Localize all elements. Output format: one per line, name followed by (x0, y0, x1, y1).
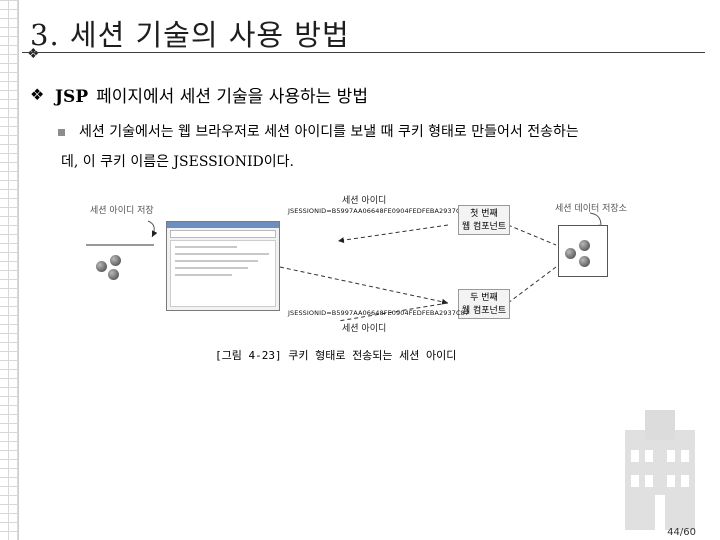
label-session-id-bottom: 세션 아이디 (342, 321, 386, 334)
bullet-level2-line1: 세션 기술에서는 웹 브라우저로 세션 아이디를 보낼 때 쿠키 형태로 만들어… (79, 124, 579, 140)
square-bullet-icon (58, 129, 65, 136)
bullet-level1-prefix: JSP (55, 87, 88, 107)
server-session-ball (565, 248, 576, 259)
label-server-store: 세션 데이터 저장소 (555, 201, 627, 214)
session-figure: 세션 아이디 저장 세션 아이디 JSESSIONID=B5997AA06648… (70, 185, 670, 350)
figure-caption: [그림 4-23] 쿠키 형태로 전송되는 세션 아이디 (215, 347, 456, 363)
page-number: 44/60 (667, 527, 696, 538)
server-session-ball (579, 256, 590, 267)
first-component-line2: 웹 컴포넌트 (459, 221, 509, 234)
bullet-level2: 세션 기술에서는 웹 브라우저로 세션 아이디를 보낼 때 쿠키 형태로 만들어… (58, 117, 708, 177)
bullet-level1-body: 페이지에서 세션 기술을 사용하는 방법 (96, 87, 368, 107)
university-building-watermark (615, 410, 705, 530)
left-checker-strip (0, 0, 19, 540)
client-session-ball (108, 269, 119, 280)
title-diamond-icon: ❖ (27, 46, 40, 62)
first-component-line1: 첫 번째 (459, 208, 509, 221)
bullet-level1-text: JSP 페이지에서 세션 기술을 사용하는 방법 (55, 82, 368, 107)
bullet-level2-line2: 데, 이 쿠키 이름은 JSESSIONID이다. (61, 147, 708, 177)
first-web-component: 첫 번째 웹 컴포넌트 (458, 205, 510, 235)
label-session-id-top: 세션 아이디 (342, 193, 386, 206)
cookie-text-bottom: JSESSIONID=B5997AA06648FE0904FEDFEBA2937… (288, 309, 469, 317)
browser-content (170, 240, 276, 307)
slide-title: 3. 세션 기술의 사용 방법 (30, 12, 350, 54)
title-rule (22, 52, 705, 53)
second-component-line1: 두 번째 (459, 292, 509, 305)
diamond-bullet-icon: ❖ (30, 85, 52, 104)
browser-title-bar (167, 222, 279, 228)
label-browser-store: 세션 아이디 저장 (90, 203, 154, 216)
server-session-ball (579, 240, 590, 251)
session-store-box (558, 225, 608, 277)
cookie-text-top: JSESSIONID=B5997AA06648FE0904FEDFEBA2937… (288, 207, 469, 215)
browser-address-bar (170, 230, 276, 238)
client-session-ball (96, 261, 107, 272)
browser-window-thumbnail (166, 221, 280, 311)
bullet-level1: ❖ JSP 페이지에서 세션 기술을 사용하는 방법 (30, 82, 368, 107)
client-session-ball (110, 255, 121, 266)
